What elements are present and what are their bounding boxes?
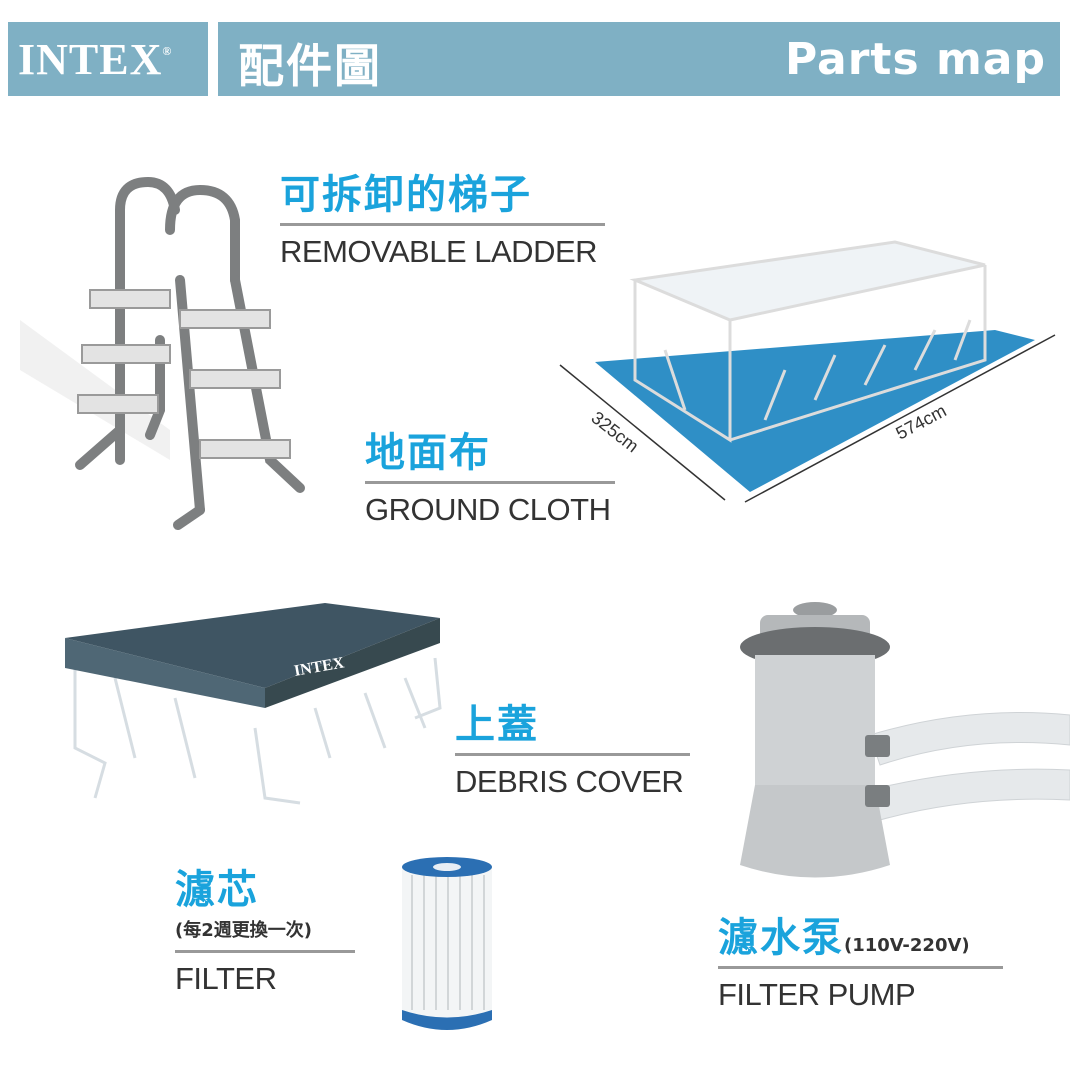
header-bar: INTEX® 配件圖 Parts map	[8, 20, 1060, 98]
label-divider	[365, 481, 615, 484]
filter-replace-note: (每2週更換一次)	[175, 920, 312, 941]
ground-cloth-title-zh: 地面布	[365, 430, 491, 476]
filter-pump-voltage: (110V-220V)	[844, 935, 970, 956]
label-divider	[718, 966, 1003, 969]
label-divider	[175, 950, 355, 953]
debris-cover-icon: INTEX	[65, 603, 442, 805]
page-title-zh: 配件圖	[238, 39, 382, 93]
label-removable-ladder: 可拆卸的梯子 REMOVABLE LADDER	[280, 175, 605, 270]
filter-cartridge-icon	[402, 857, 492, 1030]
ground-cloth-title-en: GROUND CLOTH	[365, 492, 611, 527]
ladder-title-en: REMOVABLE LADDER	[280, 234, 598, 269]
label-divider	[280, 223, 605, 226]
filter-title-zh: 濾芯	[175, 867, 259, 913]
label-ground-cloth: 地面布 GROUND CLOTH	[365, 433, 615, 528]
debris-cover-title-en: DEBRIS COVER	[455, 764, 684, 799]
label-divider	[455, 753, 690, 756]
label-filter: 濾芯 (每2週更換一次) FILTER	[175, 870, 355, 997]
label-debris-cover: 上蓋 DEBRIS COVER	[455, 705, 690, 800]
brand-logo: INTEX®	[18, 35, 173, 84]
filter-pump-title-zh: 濾水泵	[718, 915, 844, 961]
filter-pump-icon	[740, 602, 1070, 878]
header-divider	[208, 20, 218, 98]
filter-pump-title-en: FILTER PUMP	[718, 977, 916, 1012]
debris-cover-title-zh: 上蓋	[455, 702, 539, 748]
ground-cloth-icon: 325cm 574cm	[559, 240, 1056, 503]
filter-title-en: FILTER	[175, 961, 277, 996]
ladder-title-zh: 可拆卸的梯子	[280, 172, 532, 218]
page-title-en: Parts map	[784, 34, 1046, 85]
label-filter-pump: 濾水泵(110V-220V) FILTER PUMP	[718, 918, 1003, 1013]
ladder-icon	[20, 176, 305, 530]
